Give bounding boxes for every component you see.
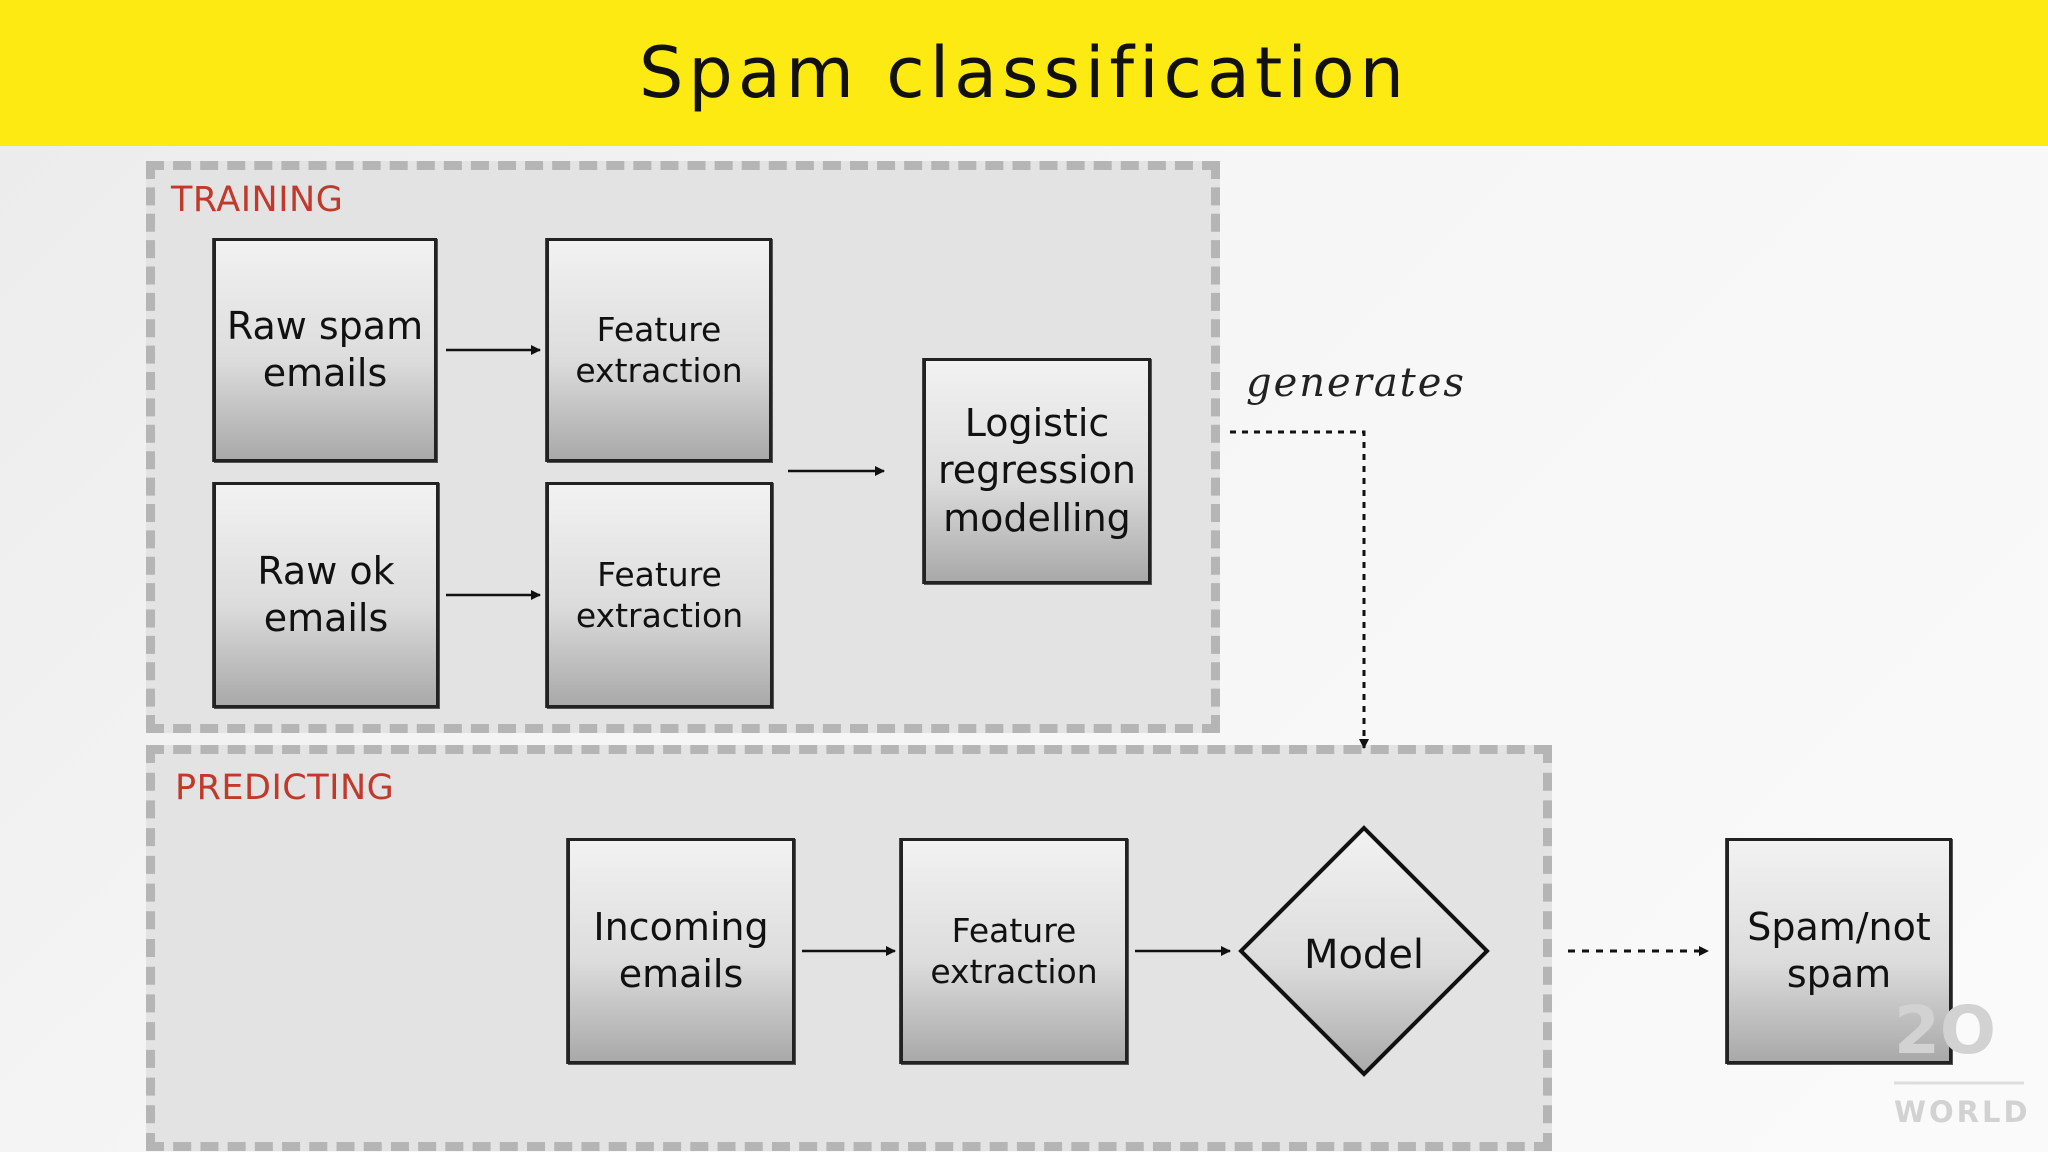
- feature-extraction-ok-box: Feature extraction: [546, 482, 773, 708]
- watermark-logo: 2O: [1894, 992, 2024, 1085]
- watermark-logo-glyph: 2O: [1894, 992, 1996, 1069]
- feature-extraction-predict-label: Feature extraction: [930, 910, 1098, 991]
- title-bar: Spam classification: [0, 0, 2048, 146]
- raw-ok-emails-label: Raw ok emails: [257, 548, 395, 641]
- logistic-regression-label: Logistic regression modelling: [938, 400, 1136, 540]
- model-label: Model: [1303, 932, 1425, 978]
- logistic-regression-box: Logistic regression modelling: [923, 358, 1151, 584]
- raw-ok-emails-box: Raw ok emails: [213, 482, 439, 708]
- training-label: TRAINING: [171, 180, 344, 220]
- feature-extraction-spam-box: Feature extraction: [546, 238, 772, 462]
- spam-not-spam-label: Spam/not spam: [1747, 904, 1931, 997]
- raw-spam-emails-box: Raw spam emails: [213, 238, 437, 462]
- page-title: Spam classification: [639, 32, 1409, 114]
- feature-extraction-spam-label: Feature extraction: [575, 309, 743, 390]
- model-diamond: [1238, 825, 1490, 1077]
- generates-connector: [1230, 430, 1369, 749]
- watermark-text: WORLD: [1894, 1095, 2031, 1129]
- incoming-emails-label: Incoming emails: [593, 904, 769, 997]
- raw-spam-emails-label: Raw spam emails: [226, 303, 424, 396]
- spam-not-spam-box: Spam/not spam: [1726, 838, 1952, 1064]
- feature-extraction-ok-label: Feature extraction: [575, 554, 744, 635]
- predicting-label: PREDICTING: [175, 768, 395, 808]
- feature-extraction-predict-box: Feature extraction: [900, 838, 1128, 1064]
- incoming-emails-box: Incoming emails: [567, 838, 795, 1064]
- generates-label: generates: [1246, 360, 1466, 406]
